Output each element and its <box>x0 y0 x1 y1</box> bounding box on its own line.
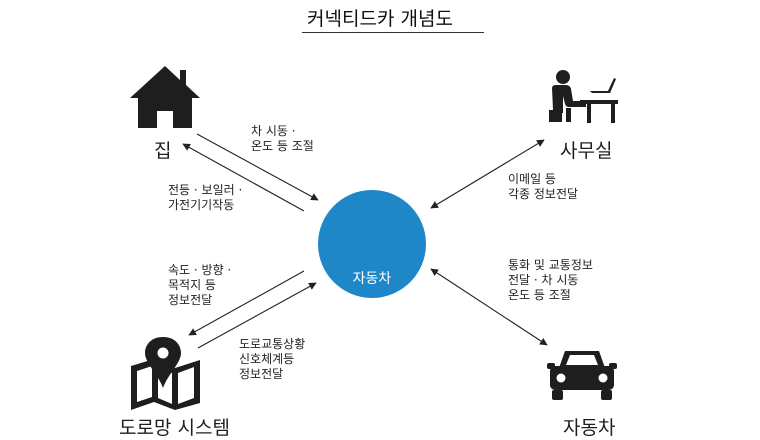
arrow-car-car <box>430 268 548 346</box>
map-pin-icon <box>131 337 200 410</box>
title-underline <box>302 32 484 33</box>
edge-label-office-link: 이메일 등 각종 정보전달 <box>508 172 579 201</box>
road-system-label: 도로망 시스템 <box>119 417 230 439</box>
edge-label-car-link: 통화 및 교통정보 전달 · 차 시동 온도 등 조절 <box>508 258 593 302</box>
arrow-home-to-car <box>196 133 319 201</box>
office-worker-icon <box>549 70 618 123</box>
edge-label-road-to-car: 도로교통상황 신호체계등 정보전달 <box>239 337 306 381</box>
diagram-title: 커넥티드카 개념도 <box>307 8 453 30</box>
home-label: 집 <box>154 140 172 162</box>
office-label: 사무실 <box>560 140 613 162</box>
center-car-label: 자동차 <box>352 271 392 287</box>
car-icon <box>547 351 617 400</box>
arrow-car-to-road <box>188 270 305 336</box>
arrow-car-to-home <box>182 143 305 212</box>
edge-label-home-to-car: 전등 · 보일러 · 가전기기작동 <box>168 183 243 212</box>
arrow-office-car <box>430 139 545 209</box>
house-icon <box>130 66 200 128</box>
center-car-circle <box>318 190 426 298</box>
arrow-road-to-car <box>197 282 317 349</box>
other-car-label: 자동차 <box>563 417 616 439</box>
edge-label-car-to-home: 차 시동 · 온도 등 조절 <box>251 124 314 153</box>
edge-label-car-to-road: 속도 · 방향 · 목적지 등 정보전달 <box>168 263 232 307</box>
